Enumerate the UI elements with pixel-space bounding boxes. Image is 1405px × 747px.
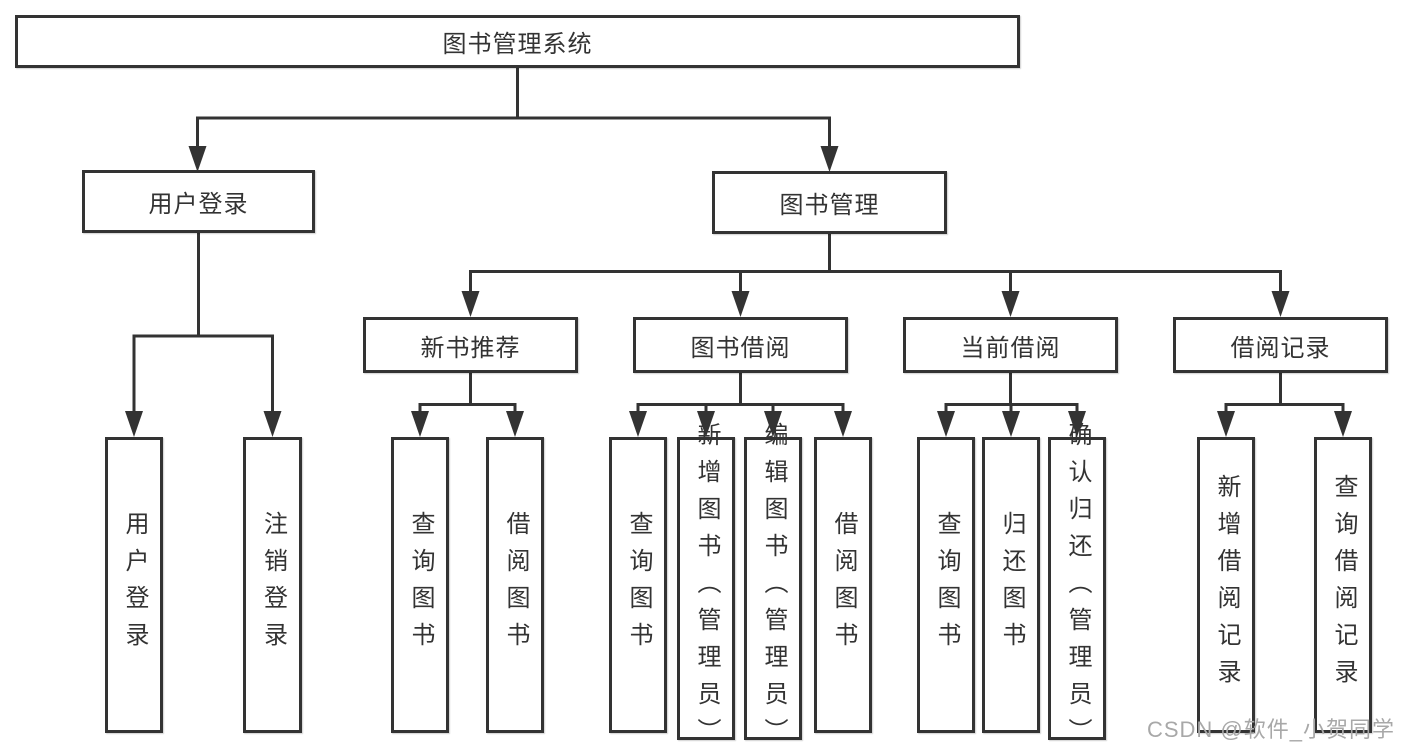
node-label: 新增图书（管理员） (693, 422, 720, 747)
arrow-down-icon (263, 411, 282, 437)
leaf-edit-books-admin: 编辑图书（管理员） (744, 422, 802, 747)
connector-line (418, 373, 517, 432)
node-book-borrowing: 图书借阅 (633, 317, 848, 373)
node-new-book-recommend: 新书推荐 (363, 317, 578, 373)
leaf-borrow-books-1: 借阅图书 (486, 437, 544, 733)
leaf-user-login: 用户登录 (105, 437, 163, 733)
arrow-down-icon (125, 411, 143, 437)
node-label: 编辑图书（管理员） (760, 422, 787, 747)
leaf-borrow-books-2: 借阅图书 (814, 437, 872, 733)
node-label: 图书管理 (779, 192, 880, 219)
arrow-down-icon (506, 411, 524, 437)
leaf-query-borrow-record: 查询借阅记录 (1314, 437, 1372, 733)
node-label: 查询借阅记录 (1330, 474, 1357, 696)
arrow-down-icon (1334, 411, 1352, 437)
leaf-confirm-return-admin: 确认归还（管理员） (1048, 422, 1106, 747)
connector-line (636, 373, 845, 432)
leaf-add-books-admin: 新增图书（管理员） (677, 422, 735, 747)
arrow-down-icon (188, 146, 207, 172)
node-user-login: 用户登录 (82, 170, 315, 233)
arrow-down-icon (1002, 411, 1020, 437)
node-label: 借阅记录 (1230, 334, 1331, 362)
arrow-down-icon (1001, 291, 1020, 317)
node-label: 查询图书 (625, 511, 652, 659)
connector-lines (132, 68, 1345, 432)
node-label: 新书推荐 (420, 334, 521, 362)
node-label: 图书借阅 (690, 334, 791, 362)
node-label: 图书管理系统 (442, 31, 593, 58)
node-label: 注销登录 (259, 511, 287, 659)
leaf-query-books-3: 查询图书 (917, 437, 975, 733)
connector-line (469, 234, 1282, 312)
leaf-logout-login: 注销登录 (243, 437, 302, 733)
arrow-down-icon (461, 291, 480, 317)
node-current-borrowing: 当前借阅 (903, 317, 1118, 373)
node-borrowing-records: 借阅记录 (1173, 317, 1388, 373)
arrow-down-icon (937, 411, 955, 437)
node-label: 当前借阅 (960, 334, 1061, 362)
leaf-add-borrow-record: 新增借阅记录 (1197, 437, 1255, 733)
node-label: 借阅图书 (830, 511, 857, 659)
arrow-down-icon (1271, 291, 1290, 317)
node-label: 借阅图书 (502, 511, 529, 659)
connector-line (944, 373, 1079, 432)
node-book-management: 图书管理 (712, 171, 947, 234)
connector-line (132, 233, 274, 432)
node-label: 用户登录 (148, 191, 249, 218)
leaf-query-books-2: 查询图书 (609, 437, 667, 733)
node-label: 查询图书 (407, 511, 434, 659)
watermark: CSDN @软件_小贺同学 (1146, 717, 1395, 742)
leaf-query-books-1: 查询图书 (391, 437, 449, 733)
leaf-return-books: 归还图书 (982, 437, 1040, 733)
node-label: 归还图书 (998, 511, 1025, 659)
arrow-down-icon (834, 411, 852, 437)
node-label: 新增借阅记录 (1213, 474, 1240, 696)
arrow-down-icon (820, 146, 839, 172)
node-label: 确认归还（管理员） (1064, 422, 1091, 747)
connector-line (1224, 373, 1345, 432)
node-book-management-system: 图书管理系统 (15, 15, 1020, 68)
arrow-down-icon (629, 411, 647, 437)
connector-line (196, 68, 831, 167)
arrow-down-icon (731, 291, 750, 317)
node-label: 用户登录 (121, 511, 148, 659)
node-label: 查询图书 (933, 511, 960, 659)
arrow-down-icon (411, 411, 429, 437)
arrow-down-icon (1217, 411, 1235, 437)
